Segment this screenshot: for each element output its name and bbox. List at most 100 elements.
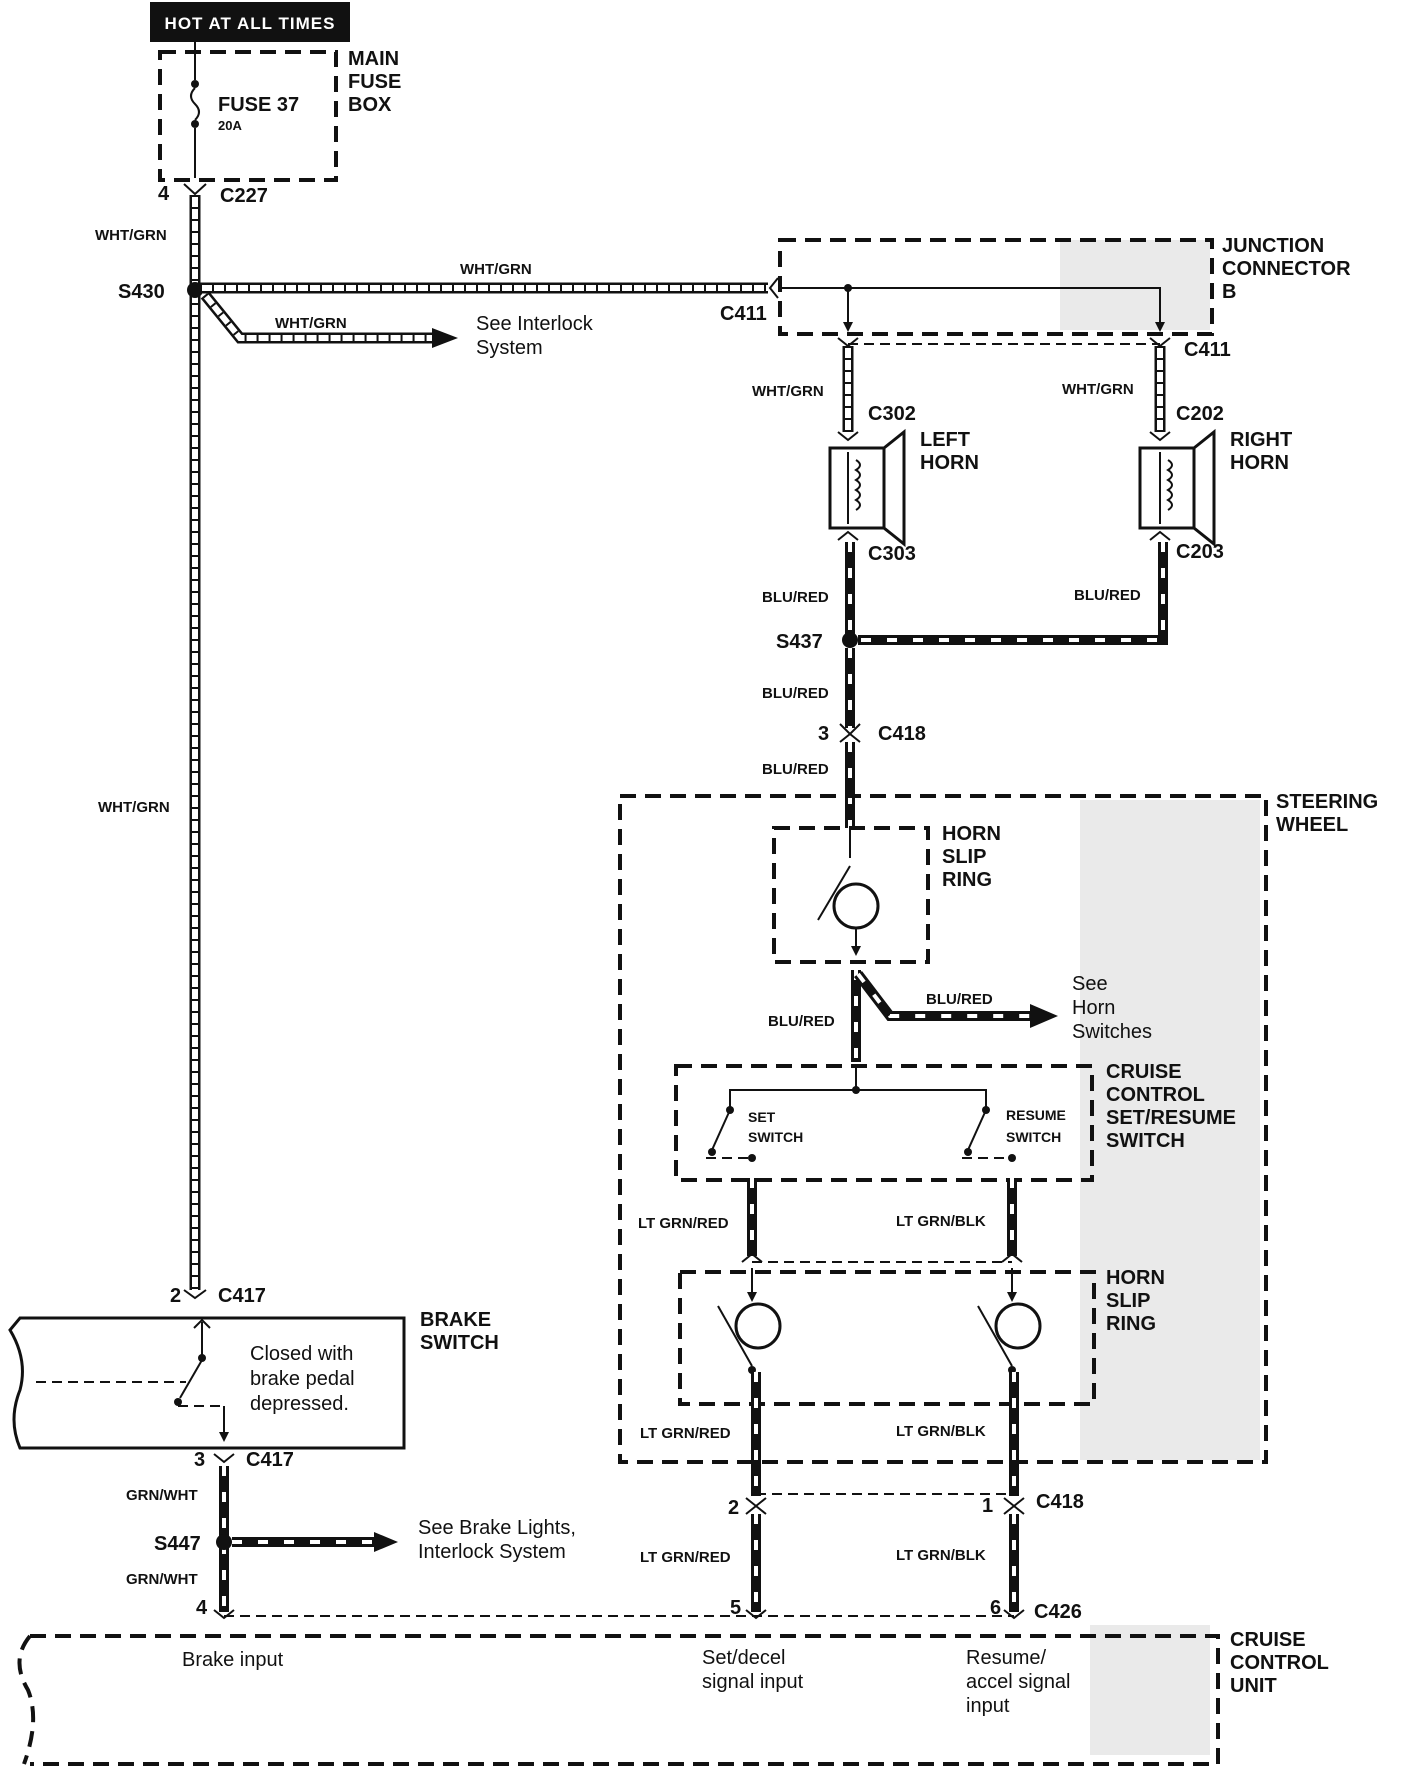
c203-label: C203 xyxy=(1176,541,1224,563)
wire-label-lt-grn-red-2: LT GRN/RED xyxy=(640,1425,731,1442)
left-horn-title-1: LEFT xyxy=(920,429,970,451)
brake-switch-top-contact xyxy=(198,1354,206,1362)
fuse-name: FUSE 37 xyxy=(218,94,299,116)
c227-pin: 4 xyxy=(158,183,170,205)
brake-switch-note-3: depressed. xyxy=(250,1393,349,1415)
c417-pin-2: 2 xyxy=(170,1285,181,1307)
resume-switch-label-1: RESUME xyxy=(1006,1107,1066,1123)
ref-interlock-2: System xyxy=(476,337,543,359)
wire-blu-red-right-horn xyxy=(858,542,1168,645)
resume-switch-pivot xyxy=(964,1148,972,1156)
c202-symbol xyxy=(1149,431,1171,442)
cruise-control-unit xyxy=(17,1634,1220,1766)
junction-node xyxy=(844,284,852,292)
wire-label-lt-grn-blk-1: LT GRN/BLK xyxy=(896,1213,986,1230)
c411-label-right: C411 xyxy=(1184,339,1231,361)
c418-top-symbol-2 xyxy=(839,732,861,743)
c418-label-lower: C418 xyxy=(1036,1491,1084,1513)
c411-left-symbol xyxy=(768,277,779,299)
cruise-unit-brake-input: Brake input xyxy=(182,1649,284,1671)
fuse-box-title-2: FUSE xyxy=(348,71,401,93)
c418-pin-1: 1 xyxy=(982,1495,993,1517)
slip-ring-lower-title-2: SLIP xyxy=(1106,1290,1150,1312)
brake-switch-note-2: brake pedal xyxy=(250,1368,355,1390)
wire-label-wht-grn-6: WHT/GRN xyxy=(1062,381,1134,398)
fuse-terminal-bottom xyxy=(191,120,199,128)
slip-ring-lower-title-3: RING xyxy=(1106,1313,1156,1335)
brake-switch-body xyxy=(8,1316,406,1450)
c227-label: C227 xyxy=(220,185,268,207)
cruise-unit-resume-input-3: input xyxy=(966,1695,1010,1717)
cruise-unit-title-2: CONTROL xyxy=(1230,1652,1329,1674)
cruise-unit-set-input-2: signal input xyxy=(702,1671,804,1693)
c426-pin-6: 6 xyxy=(990,1597,1001,1619)
wire-label-blu-red-2: BLU/RED xyxy=(1074,587,1141,604)
right-horn-title-2: HORN xyxy=(1230,452,1289,474)
c417-bottom-symbol xyxy=(213,1453,235,1464)
cruise-unit-title-3: UNIT xyxy=(1230,1675,1277,1697)
cruise-switch-title-1: CRUISE xyxy=(1106,1061,1182,1083)
c303-label: C303 xyxy=(868,543,916,565)
ref-horn-switches-1: See xyxy=(1072,973,1108,995)
junction-shade xyxy=(1060,240,1210,330)
c302-symbol xyxy=(837,431,859,442)
brake-switch-note-1: Closed with xyxy=(250,1343,353,1365)
steering-title-2: WHEEL xyxy=(1276,814,1348,836)
resume-switch-output-contact xyxy=(1008,1154,1016,1162)
c411-label-left: C411 xyxy=(720,303,767,325)
set-switch-output-contact xyxy=(748,1154,756,1162)
wire-label-wht-grn-1: WHT/GRN xyxy=(95,227,167,244)
c426-label: C426 xyxy=(1034,1601,1082,1623)
c418-lower-right-symbol-2 xyxy=(1003,1504,1025,1515)
slip-ring-upper-title-1: HORN xyxy=(942,823,1001,845)
cruise-unit-resume-input-2: accel signal xyxy=(966,1671,1071,1693)
ref-horn-switches-3: Switches xyxy=(1072,1021,1152,1043)
right-horn-title-1: RIGHT xyxy=(1230,429,1292,451)
c426-pin5-symbol xyxy=(745,1609,767,1620)
cruise-switch-box xyxy=(674,1064,1094,1182)
right-horn xyxy=(1138,428,1216,548)
c426-pin4-symbol xyxy=(213,1609,235,1620)
fuse-box-title-1: MAIN xyxy=(348,48,399,70)
brake-lights-arrow xyxy=(374,1532,398,1552)
cruise-switch-title-2: CONTROL xyxy=(1106,1084,1205,1106)
wire-label-grn-wht-1: GRN/WHT xyxy=(126,1487,198,1504)
wire-label-blu-red-3: BLU/RED xyxy=(762,685,829,702)
c417-label-top: C417 xyxy=(218,1285,266,1307)
junction-title-2: CONNECTOR xyxy=(1222,258,1351,280)
slip-ring-lower-right-symbol xyxy=(994,1302,1042,1350)
resume-switch-blade xyxy=(967,1109,987,1151)
slip-ring-upper-title-3: RING xyxy=(942,869,992,891)
slip-ring-lower-left-symbol xyxy=(734,1302,782,1350)
wire-label-lt-grn-red-3: LT GRN/RED xyxy=(640,1549,731,1566)
c417-label-bottom: C417 xyxy=(246,1449,294,1471)
fuse-terminal-top xyxy=(191,80,199,88)
s437-label: S437 xyxy=(776,631,823,653)
left-horn-title-2: HORN xyxy=(920,452,979,474)
set-switch-label-1: SET xyxy=(748,1109,776,1125)
c426-pin-5: 5 xyxy=(730,1597,741,1619)
fuse-element xyxy=(190,87,200,121)
c202-label: C202 xyxy=(1176,403,1224,425)
wire-label-blu-red-1: BLU/RED xyxy=(762,589,829,606)
wire-label-blu-red-6: BLU/RED xyxy=(768,1013,835,1030)
brake-switch-title-2: SWITCH xyxy=(420,1332,499,1354)
wire-label-wht-grn-5: WHT/GRN xyxy=(752,383,824,400)
brake-switch-title-1: BRAKE xyxy=(420,1309,491,1331)
wire-blu-red-to-horn-switches xyxy=(854,970,1032,1021)
c418-label-top: C418 xyxy=(878,723,926,745)
wire-label-lt-grn-blk-2: LT GRN/BLK xyxy=(896,1423,986,1440)
junction-title-3: B xyxy=(1222,281,1236,303)
wire-label-blu-red-5: BLU/RED xyxy=(926,991,993,1008)
junction-internal-right xyxy=(782,287,1165,332)
fuse-box-title-3: BOX xyxy=(348,94,392,116)
cruise-unit-shade xyxy=(1090,1625,1210,1755)
brake-switch-pivot xyxy=(174,1398,182,1406)
connector-c227-symbol xyxy=(183,183,207,196)
slip-lower-left-contact xyxy=(717,1305,753,1367)
ref-brake-lights-2: Interlock System xyxy=(418,1541,566,1563)
lt-grn-blk-upper-conn xyxy=(1001,1252,1023,1263)
set-switch-pivot xyxy=(708,1148,716,1156)
wire-wht-grn-to-interlock xyxy=(200,291,432,344)
